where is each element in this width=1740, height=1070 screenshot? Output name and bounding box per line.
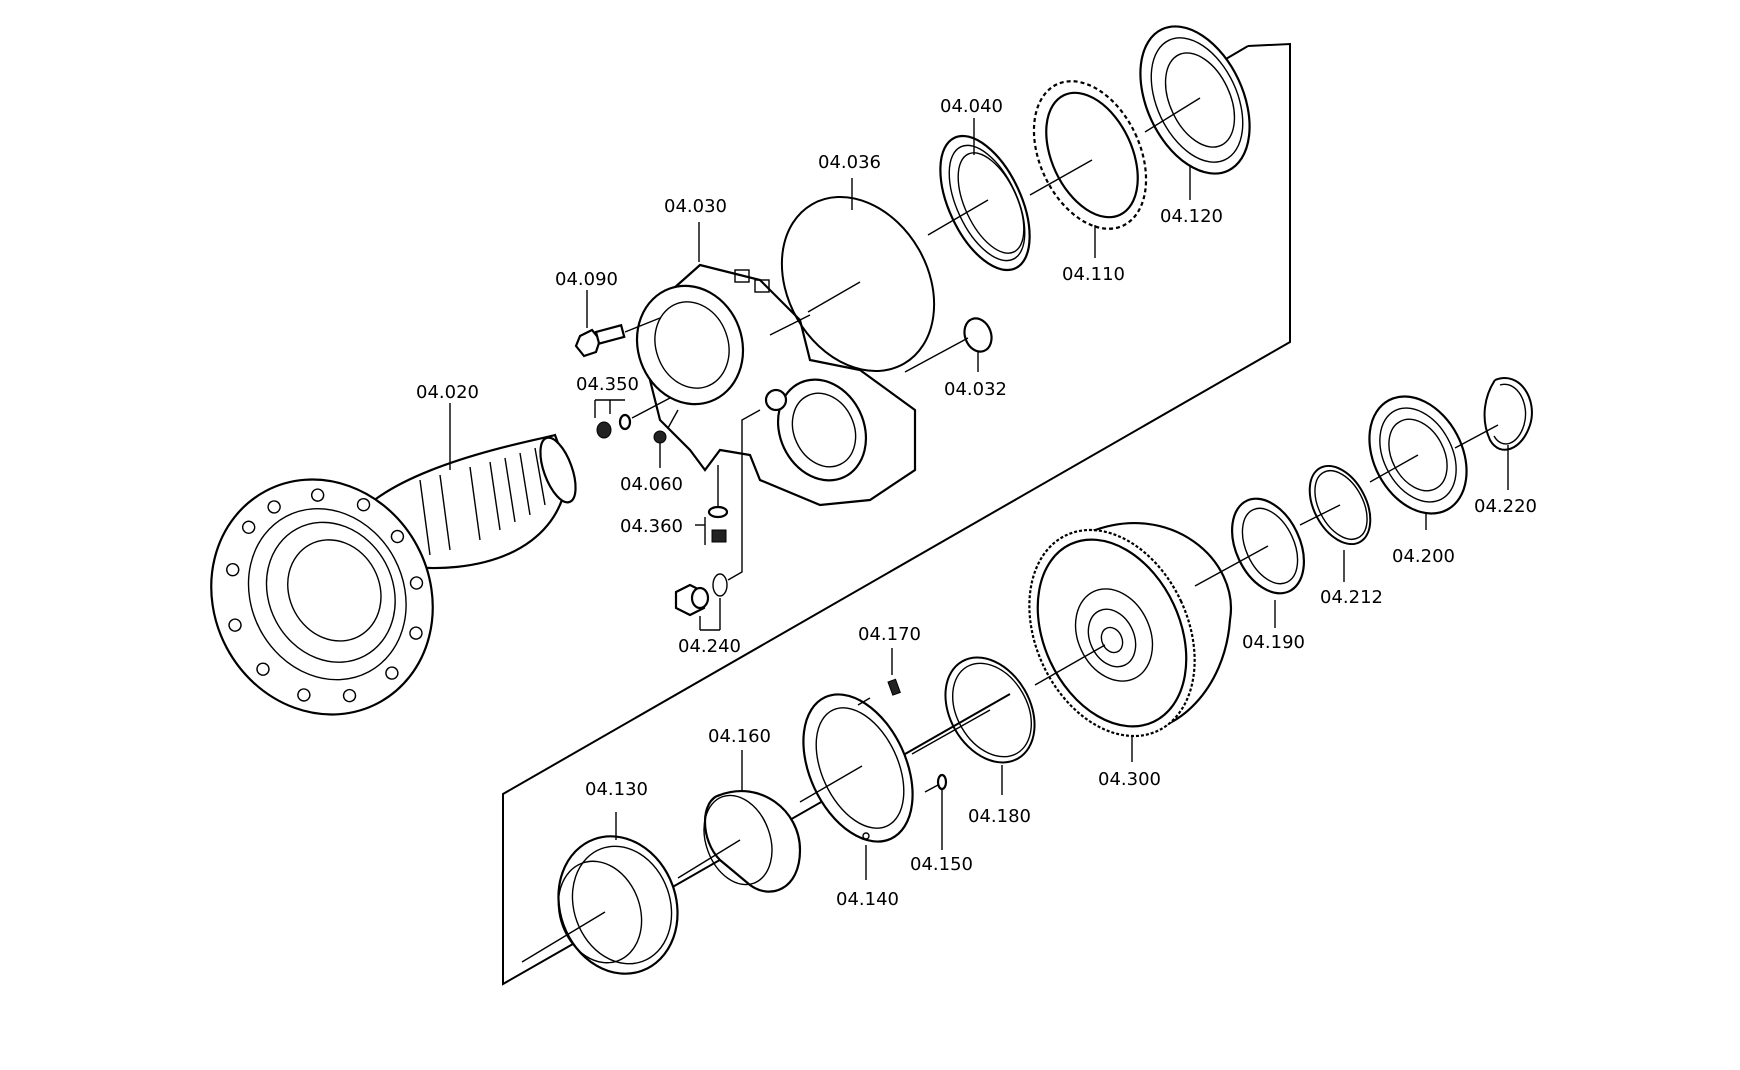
- part-04-032-ring: [904, 317, 993, 373]
- label-04-190: 04.190: [1242, 632, 1305, 653]
- part-04-030-housing: [635, 263, 917, 507]
- label-04-200: 04.200: [1392, 546, 1455, 567]
- part-04-200-bearing: [1368, 395, 1468, 530]
- label-04-220: 04.220: [1474, 496, 1537, 517]
- label-04-060: 04.060: [620, 474, 683, 495]
- label-04-140: 04.140: [836, 889, 899, 910]
- part-04-180-shim: [911, 656, 1036, 795]
- part-04-020-hub-spindle: [210, 433, 577, 716]
- label-04-020: 04.020: [416, 382, 479, 403]
- label-04-120: 04.120: [1160, 206, 1223, 227]
- label-04-030: 04.030: [664, 196, 727, 217]
- label-04-040: 04.040: [940, 96, 1003, 117]
- part-04-130-bearing: [521, 812, 679, 975]
- label-04-350: 04.350: [576, 374, 639, 395]
- part-04-170-screw: [857, 648, 901, 706]
- part-04-110-toothed-ring: [1029, 80, 1148, 258]
- label-04-360: 04.360: [620, 516, 683, 537]
- label-04-160: 04.160: [708, 726, 771, 747]
- part-04-140-disc: [799, 693, 914, 880]
- part-04-300-gear: [1028, 521, 1233, 762]
- part-04-150-pin: [924, 773, 948, 850]
- label-04-150: 04.150: [910, 854, 973, 875]
- label-04-180: 04.180: [968, 806, 1031, 827]
- label-04-212: 04.212: [1320, 587, 1383, 608]
- label-04-130: 04.130: [585, 779, 648, 800]
- part-04-360-fitting: [695, 465, 729, 545]
- part-04-240-breather: [674, 409, 761, 631]
- part-04-220-circlip: [1454, 377, 1533, 490]
- label-04-090: 04.090: [555, 269, 618, 290]
- label-04-300: 04.300: [1098, 769, 1161, 790]
- part-04-040-seal: [927, 118, 1031, 272]
- label-04-036: 04.036: [818, 152, 881, 173]
- part-04-090-bolt: [574, 317, 661, 358]
- label-04-110: 04.110: [1062, 264, 1125, 285]
- part-04-160-bearing-cup: [677, 750, 802, 893]
- part-04-190-seal: [1194, 497, 1305, 628]
- label-04-240: 04.240: [678, 636, 741, 657]
- part-04-036-o-ring: [769, 195, 936, 373]
- part-04-120-bearing: [1139, 25, 1251, 200]
- part-04-060-plug: [653, 409, 679, 468]
- part-04-212-shim: [1299, 464, 1372, 582]
- label-04-032: 04.032: [944, 379, 1007, 400]
- part-04-350-plug: [594, 397, 671, 439]
- label-04-170: 04.170: [858, 624, 921, 645]
